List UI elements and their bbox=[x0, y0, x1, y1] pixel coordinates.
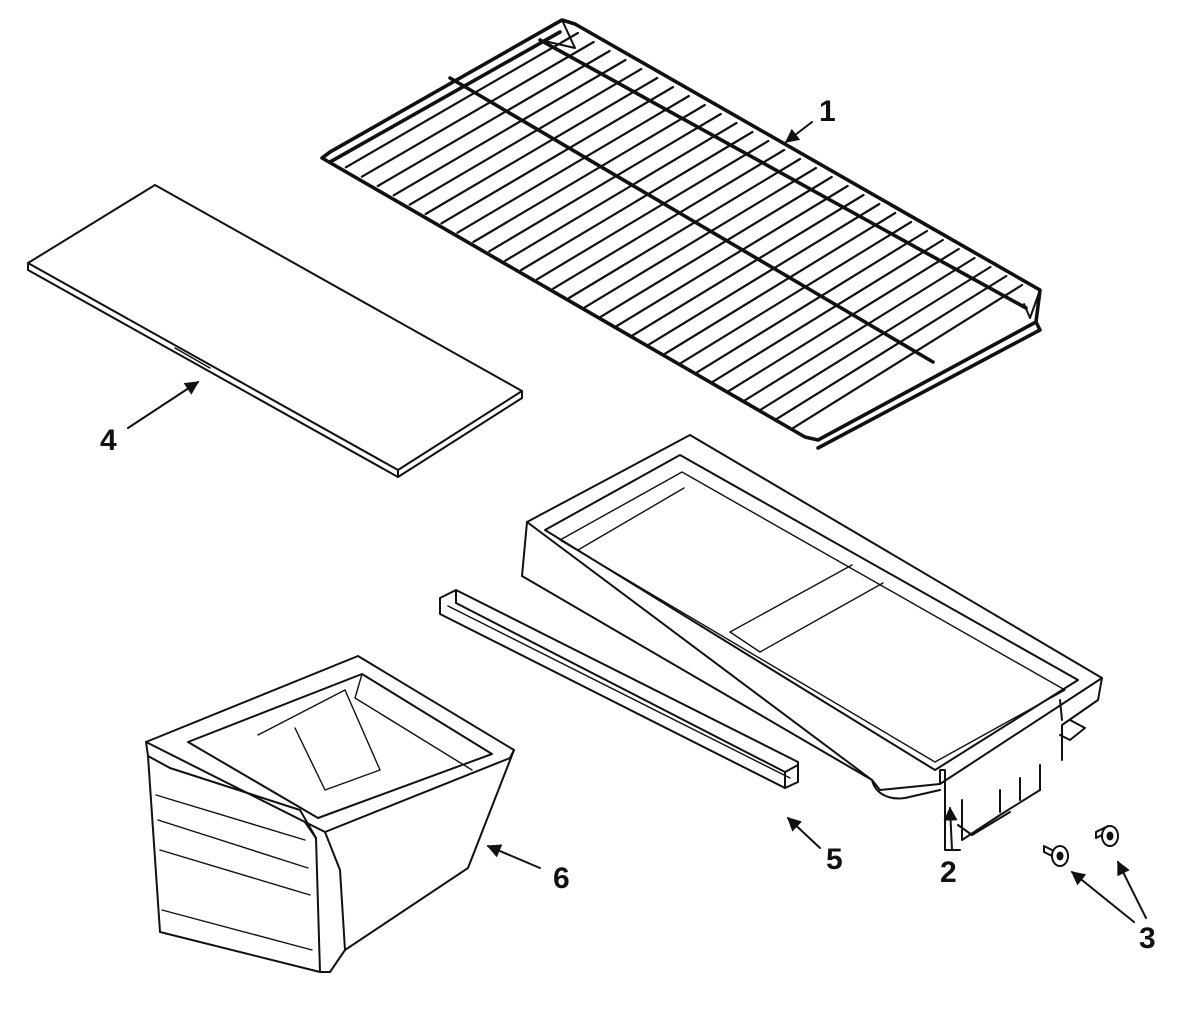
shelf-rung bbox=[360, 40, 595, 178]
callout-3: 3 bbox=[1139, 922, 1156, 955]
shelf-rung bbox=[711, 238, 944, 384]
shelf-rung bbox=[424, 76, 659, 216]
shelf-rung bbox=[408, 67, 643, 206]
arrow-3b bbox=[1070, 871, 1135, 923]
shelf-rung bbox=[535, 139, 770, 281]
shelf-rung bbox=[583, 166, 818, 309]
arrow-3a bbox=[1117, 860, 1147, 919]
callout-5: 5 bbox=[826, 843, 843, 876]
crisper-drawer-icon bbox=[145, 655, 515, 973]
arrow-6 bbox=[486, 844, 541, 869]
shelf-rung bbox=[695, 229, 929, 374]
support-rail-icon bbox=[439, 589, 799, 789]
shelf-rung bbox=[727, 247, 960, 393]
shelf-rung bbox=[520, 130, 754, 272]
shelf-rung bbox=[631, 193, 865, 337]
glass-panel-icon bbox=[27, 184, 523, 478]
arrow-2 bbox=[943, 806, 958, 851]
shelf-rung bbox=[376, 49, 611, 188]
shelf-rungs bbox=[344, 31, 1024, 430]
shelf-rung bbox=[647, 202, 881, 346]
screw-upper bbox=[1095, 825, 1119, 847]
arrow-5 bbox=[786, 817, 821, 849]
shelf-rung bbox=[488, 112, 722, 253]
shelf-rung bbox=[663, 211, 897, 356]
shelf-rung bbox=[790, 283, 1024, 430]
shelf-rung bbox=[743, 256, 976, 402]
callout-4: 4 bbox=[100, 424, 117, 457]
shelf-rung bbox=[344, 31, 580, 169]
shelf-rung bbox=[472, 103, 706, 244]
leader-arrows bbox=[127, 121, 1147, 923]
shelf-rung bbox=[504, 121, 738, 262]
shelf-rung bbox=[615, 184, 849, 328]
wire-shelf-icon bbox=[320, 18, 1042, 450]
shelf-rung bbox=[774, 274, 1008, 421]
shelf-rung bbox=[599, 175, 833, 318]
screw-icon bbox=[1043, 825, 1119, 867]
callout-6: 6 bbox=[553, 862, 570, 895]
shelf-rung bbox=[567, 157, 802, 300]
callout-1: 1 bbox=[819, 95, 836, 128]
shelf-rung bbox=[679, 220, 913, 365]
screw-lower bbox=[1043, 845, 1069, 867]
arrow-1 bbox=[784, 121, 813, 143]
shelf-rung bbox=[456, 94, 691, 234]
shelf-rung bbox=[759, 265, 992, 412]
shelf-rung bbox=[440, 85, 675, 225]
arrow-4 bbox=[127, 381, 200, 429]
crisper-cover-frame-icon bbox=[521, 434, 1103, 851]
callout-2: 2 bbox=[940, 856, 957, 889]
shelf-rung bbox=[551, 148, 786, 290]
shelf-rung bbox=[392, 58, 627, 197]
